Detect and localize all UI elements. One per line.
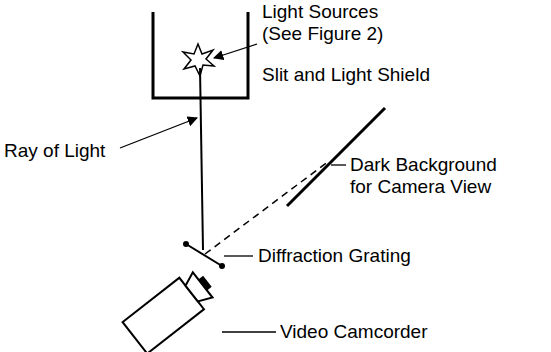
camcorder-label: Video Camcorder [280,321,480,343]
light-ray [200,68,203,250]
shield-label: Slit and Light Shield [262,64,482,86]
grating-end [183,241,189,247]
light-source-label: Light Sources (See Figure 2) [262,1,407,45]
light-star [183,44,214,76]
camcorder [123,265,220,352]
leader-line [222,331,276,332]
background-label: Dark Background for Camera View [350,154,520,198]
diffracted-ray [205,161,329,254]
grating [186,244,222,266]
grating-label: Diffraction Grating [258,245,458,267]
grating-end [219,263,225,269]
ray-label: Ray of Light [4,140,134,162]
leader-line [331,164,346,165]
leader-line [214,44,257,58]
leader-line [120,118,197,148]
leader-line [224,255,253,256]
